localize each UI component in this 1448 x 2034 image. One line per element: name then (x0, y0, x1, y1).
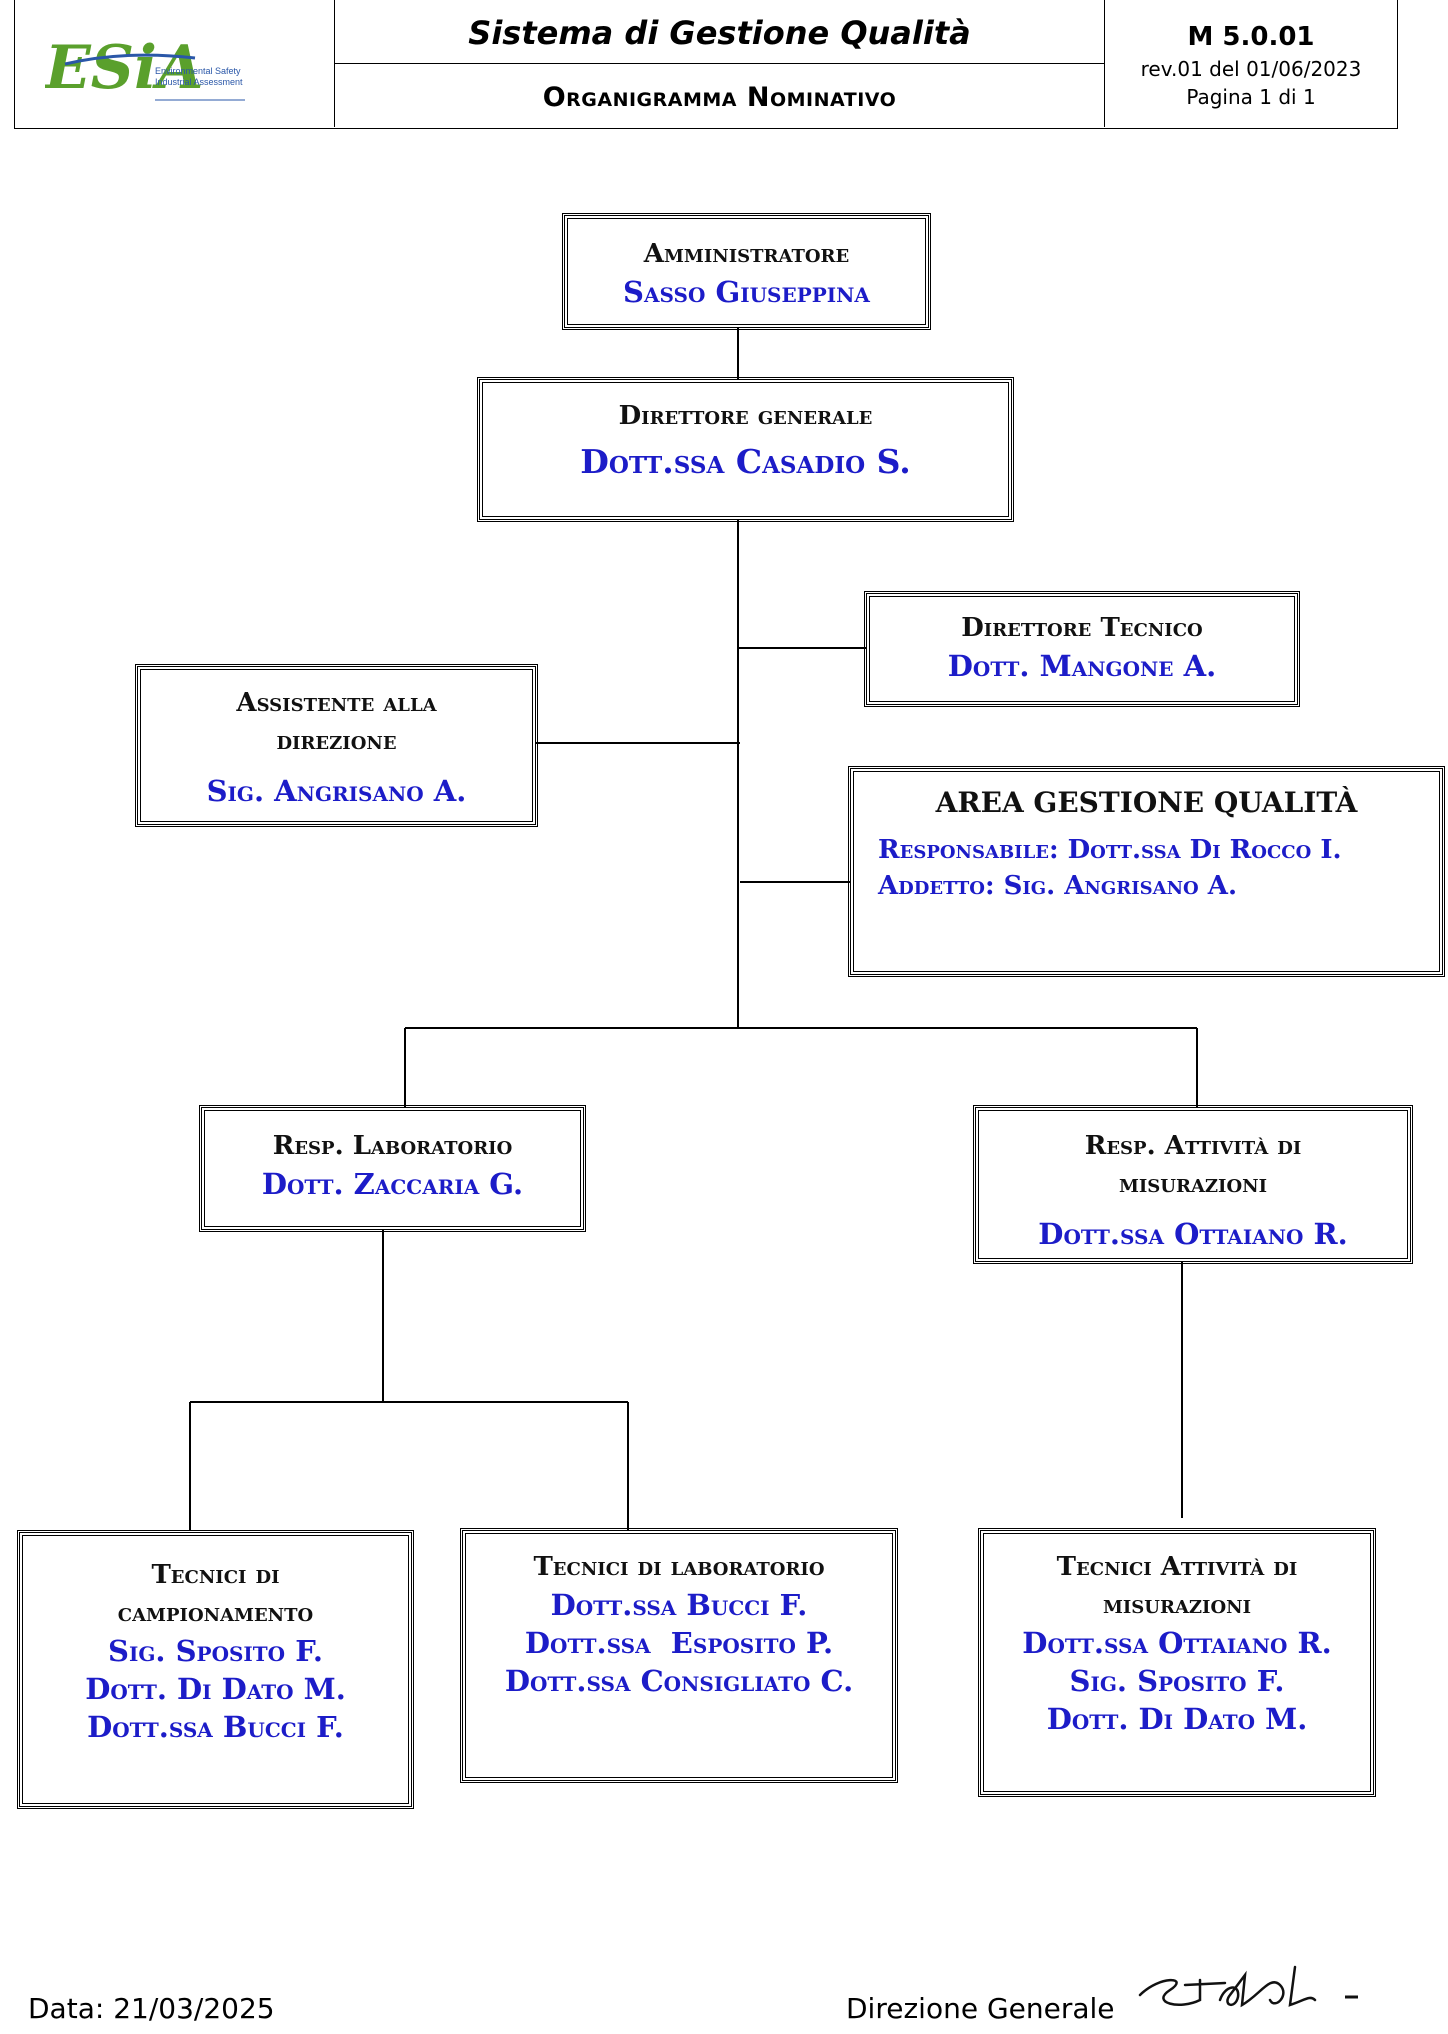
role-label: Tecnici di (151, 1560, 280, 1590)
role-label: Direttore Tecnico (961, 613, 1203, 643)
page-number: Pagina 1 di 1 (1186, 85, 1316, 109)
member-name: Sig. Sposito F. (108, 1634, 323, 1668)
role-label: Resp. Laboratorio (272, 1131, 513, 1161)
member-name: Dott.ssa Consigliato C. (504, 1664, 854, 1698)
node-tecnici-misurazioni: Tecnici Attività di misurazioni Dott.ssa… (978, 1528, 1376, 1797)
node-tecnici-laboratorio: Tecnici di laboratorio Dott.ssa Bucci F.… (460, 1528, 898, 1783)
role-label: Tecnici di laboratorio (533, 1552, 825, 1582)
member-name: Sig. Sposito F. (1069, 1664, 1285, 1698)
member-name: Dott.ssa Bucci F. (550, 1588, 808, 1622)
divider (335, 63, 1104, 64)
company-logo: ESiA (45, 33, 245, 102)
document-header: ESiA Environmental Safety Industrial Ass… (14, 0, 1398, 129)
node-resp-misurazioni: Resp. Attività di misurazioni Dott.ssa O… (973, 1105, 1413, 1264)
role-label: Resp. Attività di (1084, 1131, 1302, 1161)
role-label: misurazioni (1102, 1590, 1252, 1620)
logo-tagline: Industrial Assessment (155, 77, 243, 87)
node-area-gestione-qualita: AREA GESTIONE QUALITÀ Responsabile: Dott… (848, 766, 1445, 977)
logo-tagline: Environmental Safety (155, 66, 241, 76)
logo-cell: ESiA Environmental Safety Industrial Ass… (15, 0, 335, 127)
node-direttore-generale: Direttore generale Dott.ssa Casadio S. (477, 377, 1014, 522)
role-label: misurazioni (1118, 1169, 1268, 1199)
node-amministratore: Amministratore Sasso Giuseppina (562, 213, 931, 330)
handwritten-signature (1138, 1965, 1358, 2008)
member-name: Dott. Di Dato M. (85, 1672, 346, 1706)
person-name: Dott.ssa Casadio S. (580, 442, 911, 481)
role-label: AREA GESTIONE QUALITÀ (935, 786, 1358, 819)
footer-signatory: Direzione Generale (846, 1992, 1115, 2025)
member-name: Dott.ssa Ottaiano R. (1022, 1626, 1332, 1660)
qualita-addetto: Addetto: Sig. Angrisano A. (878, 871, 1238, 901)
node-direttore-tecnico: Direttore Tecnico Dott. Mangone A. (864, 591, 1300, 707)
person-name: Dott. Mangone A. (947, 649, 1217, 683)
footer-date: Data: 21/03/2025 (28, 1992, 275, 2025)
role-label: Assistente alla (236, 688, 437, 718)
person-name: Dott. Zaccaria G. (261, 1167, 524, 1201)
person-name: Sig. Angrisano A. (206, 774, 467, 808)
qualita-responsabile: Responsabile: Dott.ssa Di Rocco I. (878, 835, 1342, 865)
person-name: Dott.ssa Ottaiano R. (1038, 1217, 1348, 1251)
node-resp-laboratorio: Resp. Laboratorio Dott. Zaccaria G. (199, 1105, 586, 1232)
role-label: Amministratore (643, 239, 850, 269)
logo-letters: ESiA (45, 33, 203, 102)
title-cell: Sistema di Gestione Qualità Organigramma… (335, 0, 1105, 127)
person-name: Sasso Giuseppina (623, 275, 870, 309)
document-code: M 5.0.01 (1187, 22, 1315, 52)
role-label: Tecnici Attività di (1056, 1552, 1298, 1582)
member-name: Dott. Di Dato M. (1046, 1702, 1308, 1736)
document-info-cell: M 5.0.01 rev.01 del 01/06/2023 Pagina 1 … (1105, 0, 1397, 127)
document-revision: rev.01 del 01/06/2023 (1140, 57, 1362, 81)
member-name: Dott.ssa Bucci F. (87, 1710, 344, 1744)
document-title: Organigramma Nominativo (542, 82, 897, 113)
system-title: Sistema di Gestione Qualità (468, 14, 971, 52)
member-name: Dott.ssa Esposito P. (524, 1626, 834, 1660)
role-label: direzione (276, 726, 397, 756)
role-label: Direttore generale (618, 401, 873, 431)
node-tecnici-campionamento: Tecnici di campionamento Sig. Sposito F.… (17, 1530, 414, 1809)
node-assistente-direzione: Assistente alla direzione Sig. Angrisano… (135, 664, 538, 827)
role-label: campionamento (117, 1598, 314, 1628)
